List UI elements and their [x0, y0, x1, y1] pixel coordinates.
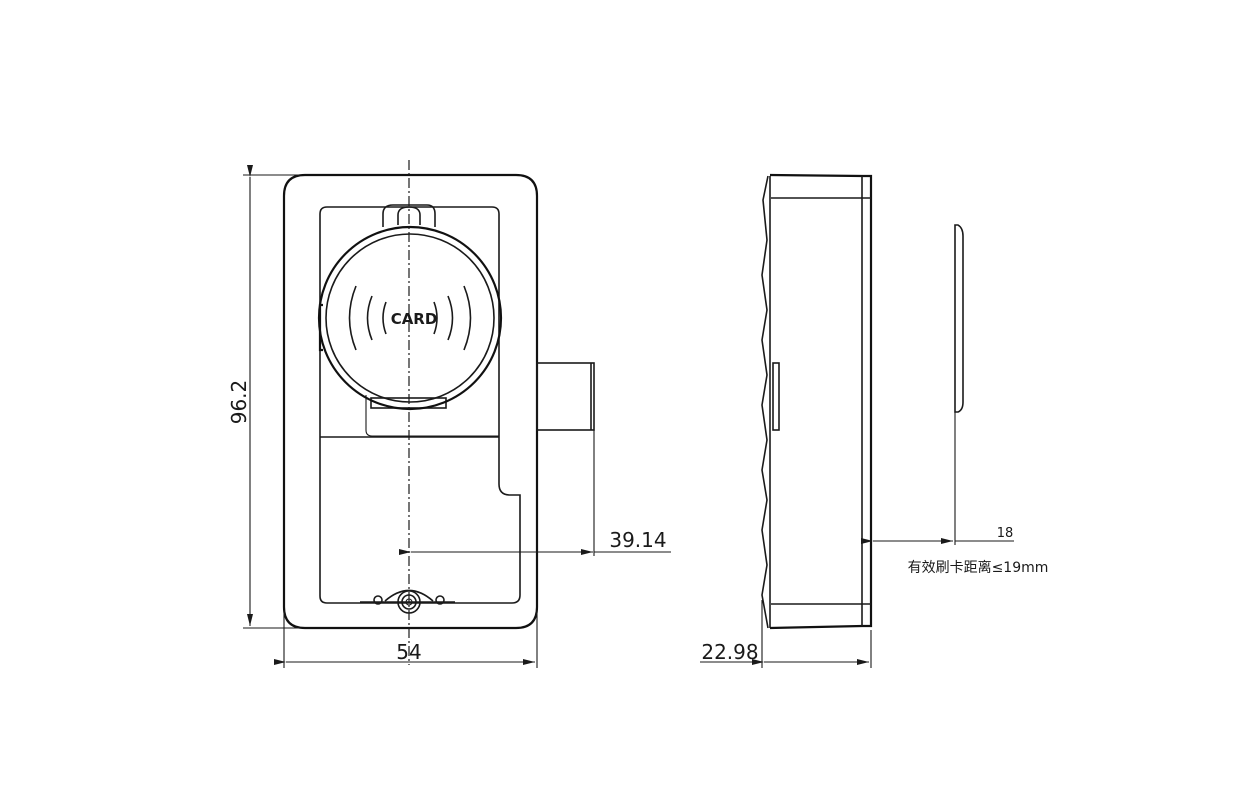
- lock-body-outline: [282, 173, 539, 630]
- dim-card-gap: 18 有效刷卡距离≤19mm: [861, 526, 1049, 576]
- front-view: CARD: [282, 160, 595, 665]
- dim-bolt-offset-label: 39.14: [609, 528, 666, 552]
- inner-window-outline: [319, 206, 521, 604]
- bolt: [536, 362, 595, 431]
- side-view: [761, 173, 964, 630]
- side-button: [772, 362, 780, 431]
- card-reader-outer-ring: [317, 225, 503, 411]
- dim-depth-label: 22.98: [701, 640, 758, 664]
- swipe-distance-note: 有效刷卡距离≤19mm: [908, 559, 1049, 576]
- dim-width-label: 54: [396, 640, 421, 664]
- dim-depth: 22.98: [700, 600, 872, 668]
- dim-width: 54: [274, 610, 538, 668]
- dim-height: 96.2: [227, 165, 300, 629]
- dim-card-gap-label: 18: [997, 526, 1014, 541]
- card-reader-inner-ring: [325, 233, 495, 403]
- dim-height-label: 96.2: [227, 380, 251, 425]
- card-profile: [954, 224, 964, 413]
- dim-bolt-offset: 39.14: [399, 430, 671, 556]
- card-label: CARD: [391, 310, 438, 328]
